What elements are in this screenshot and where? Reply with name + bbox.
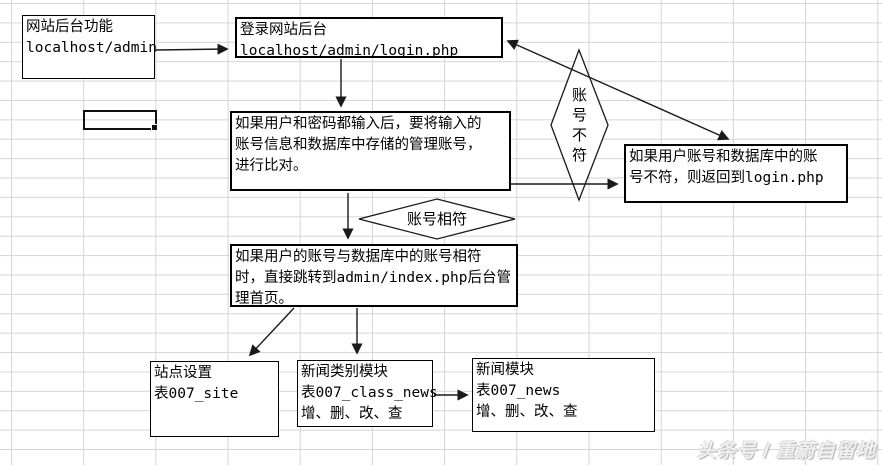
node-text: 新闻类别模块: [301, 364, 388, 380]
node-start[interactable]: 网站后台功能 localhost/admin: [22, 15, 157, 79]
arrow-mismatch-return-to-login: [506, 39, 730, 141]
node-text: 如果用户的账号与数据库中的账号相符: [235, 249, 482, 265]
fill-handle[interactable]: [151, 124, 158, 131]
node-text: 如果用户账号和数据库中的账: [629, 149, 818, 165]
decision-label-match: 账号相符: [406, 210, 467, 228]
node-text: 网站后台功能: [26, 19, 113, 35]
arrow-start-to-login: [155, 43, 229, 55]
node-text: localhost/admin: [26, 40, 157, 56]
node-text: 理首页。: [235, 291, 293, 307]
watermark: 头条号 / 重蔚自留地: [697, 441, 876, 462]
node-text: 表007_class_news: [301, 385, 438, 401]
selected-cell[interactable]: [83, 110, 158, 131]
arrow-match-to-site: [248, 307, 295, 357]
node-text: 增、删、改、查: [301, 406, 403, 422]
decision-label-mismatch: 账号不符: [571, 86, 587, 164]
node-text: 如果用户和密码都输入后，要将输入的: [235, 116, 482, 132]
node-text: 登录网站后台: [240, 22, 327, 38]
node-news[interactable]: 新闻模块 表007_news 增、删、改、查: [472, 358, 655, 432]
node-text: 时，直接跳转到admin/index.php后台管: [235, 270, 511, 286]
node-text: 进行比对。: [235, 158, 308, 174]
decision-diamond-match[interactable]: [358, 198, 516, 240]
node-text: 增、删、改、查: [476, 404, 578, 420]
node-match-result[interactable]: 如果用户的账号与数据库中的账号相符 时，直接跳转到admin/index.php…: [230, 244, 518, 307]
node-mismatch-result[interactable]: 如果用户账号和数据库中的账 号不符，则返回到login.php: [624, 144, 848, 203]
node-text: 表007_news: [476, 383, 561, 399]
node-text: 站点设置: [154, 365, 212, 381]
node-class-news[interactable]: 新闻类别模块 表007_class_news 增、删、改、查: [297, 360, 438, 427]
node-text: 表007_site: [154, 386, 239, 402]
node-site[interactable]: 站点设置 表007_site: [150, 361, 279, 437]
node-input-check[interactable]: 如果用户和密码都输入后，要将输入的 账号信息和数据库中存储的管理账号， 进行比对…: [230, 111, 511, 191]
node-text: 新闻模块: [476, 362, 534, 378]
node-text: 号不符，则返回到login.php: [629, 170, 824, 186]
node-login[interactable]: 登录网站后台 localhost/admin/login.php: [235, 17, 503, 59]
node-text: localhost/admin/login.php: [240, 43, 459, 59]
node-text: 账号信息和数据库中存储的管理账号，: [235, 137, 482, 153]
